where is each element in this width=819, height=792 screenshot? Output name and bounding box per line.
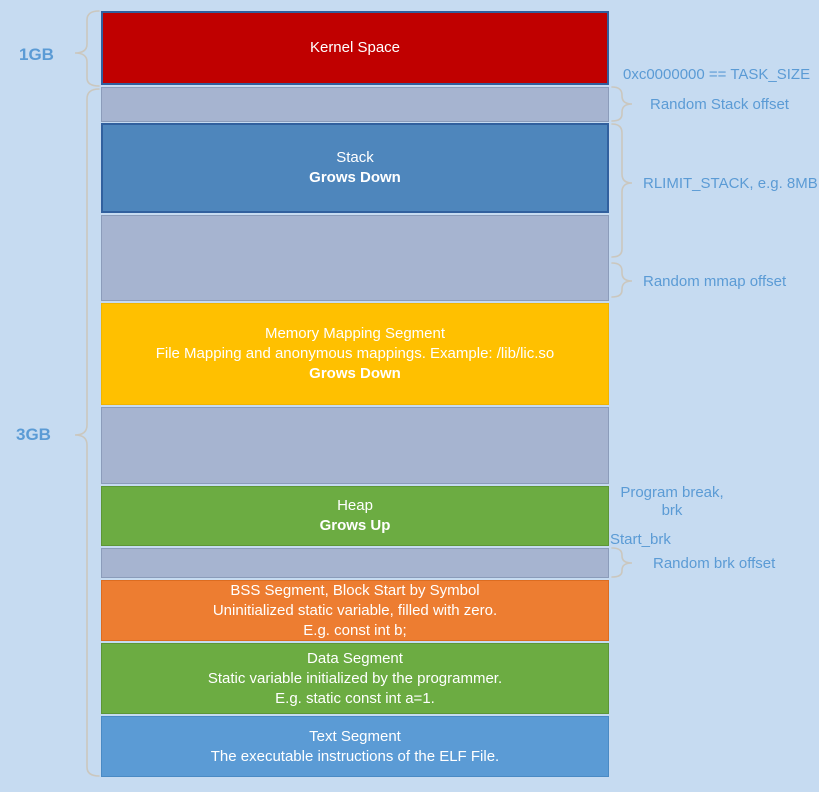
- label-program-break-line1: Program break,: [620, 484, 724, 501]
- block-label: Grows Up: [319, 517, 391, 534]
- label-task-size: 0xc0000000 == TASK_SIZE: [623, 66, 811, 83]
- block-unmapped-gap: [101, 215, 609, 301]
- label-program-break: Program break, brk: [620, 484, 724, 520]
- block-memory-mapping-segment: Memory Mapping Segment File Mapping and …: [101, 303, 609, 405]
- block-kernel-space: Kernel Space: [101, 11, 609, 85]
- block-label: The executable instructions of the ELF F…: [210, 747, 500, 765]
- block-label: Text Segment: [309, 727, 401, 745]
- left-brace-1gb: [74, 10, 100, 87]
- block-data-segment: Data Segment Static variable initialized…: [101, 643, 609, 714]
- block-label: Grows Down: [309, 169, 401, 186]
- left-brace-3gb: [74, 88, 100, 777]
- block-label: BSS Segment, Block Start by Symbol: [230, 581, 480, 599]
- block-label: Stack: [336, 149, 374, 166]
- block-bss-segment: BSS Segment, Block Start by Symbol Unini…: [101, 580, 609, 641]
- block-label: Heap: [337, 497, 373, 514]
- block-label: E.g. const int b;: [303, 621, 407, 639]
- right-brace-random-mmap-offset: [611, 262, 633, 298]
- label-3gb: 3GB: [16, 425, 51, 444]
- block-random-brk-offset-gap: [101, 548, 609, 578]
- right-brace-random-stack-offset: [611, 86, 633, 122]
- block-label: Static variable initialized by the progr…: [207, 669, 503, 687]
- label-rlimit-stack: RLIMIT_STACK, e.g. 8MB: [643, 175, 818, 192]
- block-random-stack-offset-gap: [101, 87, 609, 122]
- block-label: Uninitialized static variable, filled wi…: [212, 601, 498, 619]
- block-label: Grows Down: [309, 365, 401, 382]
- block-label: Memory Mapping Segment: [264, 325, 446, 342]
- block-heap: Heap Grows Up: [101, 486, 609, 546]
- label-start-brk: Start_brk: [610, 531, 671, 548]
- label-1gb: 1GB: [19, 45, 54, 64]
- block-text-segment: Text Segment The executable instructions…: [101, 716, 609, 777]
- block-label: Kernel Space: [309, 39, 401, 56]
- block-label: E.g. static const int a=1.: [275, 689, 435, 707]
- label-random-mmap-offset: Random mmap offset: [643, 273, 787, 290]
- right-brace-random-brk-offset: [611, 547, 633, 578]
- label-random-brk-offset: Random brk offset: [653, 555, 776, 572]
- label-random-stack-offset: Random Stack offset: [650, 96, 789, 113]
- label-program-break-line2: brk: [661, 502, 683, 519]
- block-label: File Mapping and anonymous mappings. Exa…: [155, 345, 555, 362]
- block-label: Data Segment: [307, 649, 403, 667]
- block-stack: Stack Grows Down: [101, 123, 609, 213]
- right-brace-rlimit-stack: [611, 123, 633, 258]
- block-unmapped-gap: [101, 407, 609, 484]
